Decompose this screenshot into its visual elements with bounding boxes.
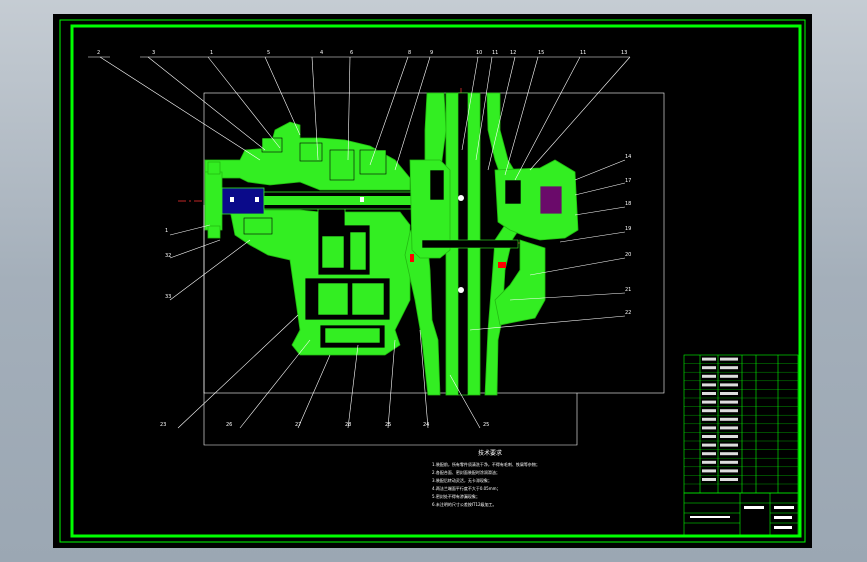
table-cell-mark — [720, 478, 738, 481]
label-right-7: 22 — [625, 310, 631, 316]
table-cell-mark — [702, 417, 716, 421]
label-top-1: 2 — [97, 50, 100, 56]
table-cell-mark — [702, 392, 716, 395]
label-right-5: 20 — [625, 252, 631, 258]
table-cell-mark — [720, 435, 738, 438]
table-cell-mark — [702, 374, 716, 378]
label-bottom-6: 24 — [423, 422, 429, 428]
notes-title: 技术要求 — [478, 449, 502, 457]
label-right-6: 21 — [625, 287, 631, 293]
note-4: 4.两法兰端面平行度不大于0.05mm； — [432, 485, 501, 491]
table-cell-mark — [720, 392, 738, 395]
part-labels: 2 3 1 5 4 6 8 9 10 11 12 15 11 13 1 32 3… — [97, 50, 631, 428]
title-block-marks — [690, 506, 794, 529]
table-cell-mark — [720, 409, 738, 413]
table-cell-mark — [702, 460, 716, 464]
label-top-12: 15 — [538, 50, 544, 56]
label-bottom-5: 25 — [385, 422, 391, 428]
label-top-4: 5 — [267, 50, 270, 56]
technical-notes: 技术要求 1.装配前，所有零件须清洗干净，不得有毛刺、铁屑等杂物； 2.各配合面… — [432, 449, 540, 507]
table-cell-mark — [702, 383, 716, 387]
label-bottom-4: 28 — [345, 422, 351, 428]
title-block — [683, 492, 799, 536]
label-top-13: 11 — [580, 50, 586, 56]
table-cell-mark — [720, 383, 738, 387]
label-bottom-7: 25 — [483, 422, 489, 428]
label-right-4: 19 — [625, 226, 631, 232]
note-3: 3.装配后转动灵活，无卡滞现象； — [432, 477, 492, 483]
note-5: 5.密封处不得有渗漏现象； — [432, 493, 480, 499]
table-cell-mark — [720, 460, 738, 464]
parts-list-table — [683, 354, 799, 494]
label-top-14: 13 — [621, 50, 627, 56]
label-bottom-2: 26 — [226, 422, 232, 428]
label-top-6: 6 — [350, 50, 353, 56]
label-top-2: 3 — [152, 50, 155, 56]
label-bottom-1: 23 — [160, 422, 166, 428]
label-right-3: 18 — [625, 201, 631, 207]
note-1: 1.装配前，所有零件须清洗干净，不得有毛刺、铁屑等杂物； — [432, 461, 540, 467]
table-cell-mark — [720, 417, 738, 421]
input-shaft — [221, 187, 415, 215]
label-right-2: 17 — [625, 178, 631, 184]
table-cell-mark — [702, 426, 716, 430]
table-cell-mark — [720, 400, 738, 404]
leader-lines — [88, 56, 631, 429]
table-cell-mark — [720, 469, 738, 473]
parts-list-rows — [684, 357, 798, 485]
label-top-9: 10 — [476, 50, 482, 56]
label-left-2: 32 — [165, 253, 171, 259]
table-cell-mark — [720, 452, 738, 456]
table-cell-mark — [702, 400, 716, 404]
inner-frame — [70, 24, 802, 538]
right-coupling-details — [410, 92, 563, 396]
table-cell-mark — [720, 443, 738, 447]
left-gearbox-details — [243, 137, 387, 344]
table-cell-mark — [702, 435, 716, 438]
note-2: 2.各配合面、密封面装配时涂润滑油； — [432, 469, 500, 475]
table-cell-mark — [702, 452, 716, 456]
label-left-1: 1 — [165, 228, 168, 234]
label-right-1: 14 — [625, 154, 631, 160]
label-left-3: 33 — [165, 294, 171, 300]
table-cell-mark — [702, 443, 716, 447]
label-top-5: 4 — [320, 50, 323, 56]
table-cell-mark — [702, 469, 716, 473]
table-cell-mark — [720, 426, 738, 430]
table-cell-mark — [702, 409, 716, 413]
table-cell-mark — [720, 374, 738, 378]
label-top-7: 8 — [408, 50, 411, 56]
table-cell-mark — [702, 478, 716, 481]
label-top-8: 9 — [430, 50, 433, 56]
table-cell-mark — [702, 357, 716, 361]
label-top-3: 1 — [210, 50, 213, 56]
note-6: 6.未注明的尺寸公差按IT12级加工。 — [432, 501, 497, 507]
label-bottom-3: 27 — [295, 422, 301, 428]
outer-frame — [59, 19, 806, 543]
table-cell-mark — [702, 366, 716, 370]
table-cell-mark — [720, 366, 738, 370]
label-top-11: 12 — [510, 50, 516, 56]
table-cell-mark — [720, 357, 738, 361]
label-top-10: 11 — [492, 50, 498, 56]
view-box-lower — [203, 205, 578, 446]
